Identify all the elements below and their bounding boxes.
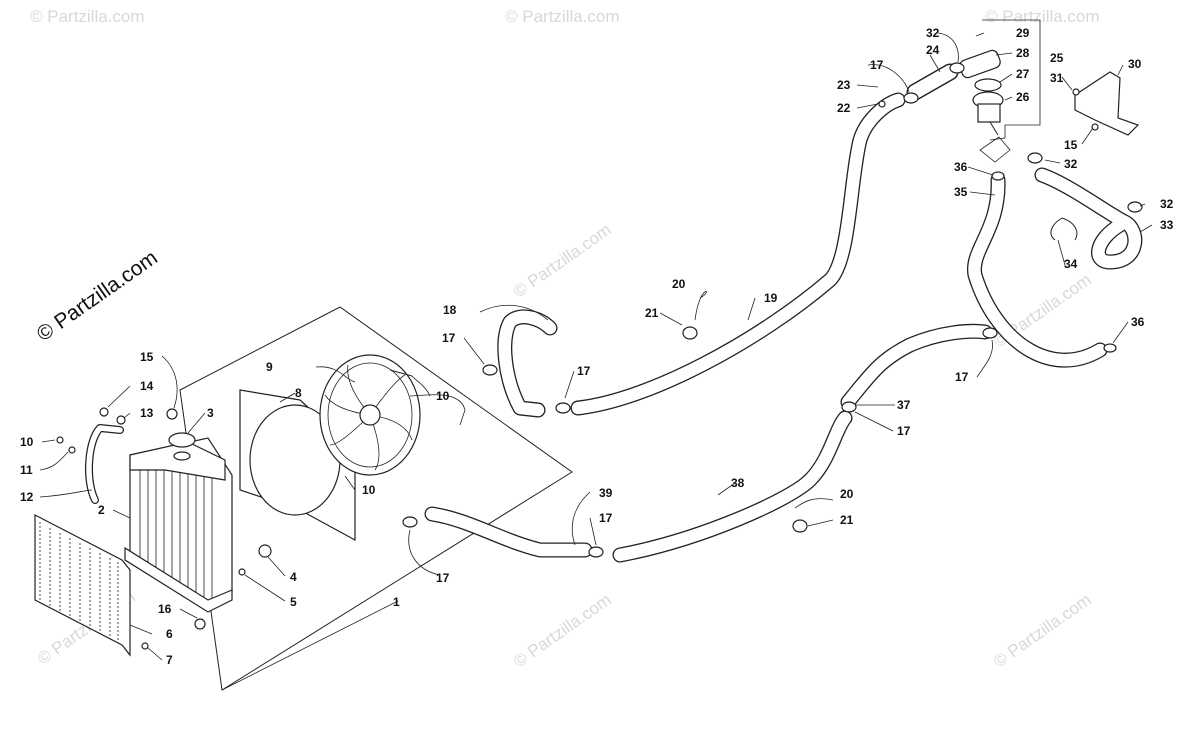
callout-29: 29 (1016, 26, 1030, 40)
callout-7: 7 (166, 653, 173, 667)
callout-4: 4 (290, 570, 297, 584)
hoses (424, 63, 1143, 563)
clamp (949, 62, 965, 74)
callout-32: 32 (1064, 157, 1078, 171)
callout-10: 10 (20, 435, 34, 449)
thermostat-housing (959, 49, 1004, 136)
callout-13: 13 (140, 406, 154, 420)
callout-3: 3 (207, 406, 214, 420)
grommet-4 (258, 544, 272, 558)
callout-17: 17 (897, 424, 911, 438)
clamp (482, 364, 498, 376)
callout-34: 34 (1064, 257, 1078, 271)
callout-17: 17 (955, 370, 969, 384)
clamp (841, 401, 857, 413)
watermark: © Partzilla.com (510, 220, 615, 301)
callout-9: 9 (266, 360, 273, 374)
clamp (1027, 152, 1043, 164)
callout-19: 19 (764, 291, 778, 305)
callout-26: 26 (1016, 90, 1030, 104)
clamp (903, 92, 919, 104)
callout-39: 39 (599, 486, 613, 500)
screw-10 (56, 436, 64, 444)
callout-36: 36 (954, 160, 968, 174)
callout-32: 32 (926, 26, 940, 40)
clamp (1127, 201, 1143, 213)
clip-34 (1050, 217, 1078, 241)
callout-17: 17 (436, 571, 450, 585)
callout-38: 38 (731, 476, 745, 490)
clamp (991, 171, 1005, 181)
radiator (124, 437, 233, 613)
callout-20: 20 (672, 277, 686, 291)
callout-32: 32 (1160, 197, 1174, 211)
screw-7 (141, 642, 149, 650)
callout-8: 8 (295, 386, 302, 400)
callout-14: 14 (140, 379, 154, 393)
callout-17: 17 (599, 511, 613, 525)
callout-15: 15 (1064, 138, 1078, 152)
callout-5: 5 (290, 595, 297, 609)
bracket-30 (1074, 71, 1140, 136)
callout-6: 6 (166, 627, 173, 641)
callout-11: 11 (20, 463, 33, 477)
fitting-13 (116, 415, 126, 425)
screw-22 (878, 100, 886, 108)
fitting-15 (166, 408, 178, 420)
hose-19 (570, 92, 906, 416)
watermark: © Partzilla.com (505, 7, 620, 26)
leader-lines (39, 19, 1153, 691)
callout-17: 17 (870, 58, 884, 72)
watermark: © Partzilla.com (510, 590, 615, 671)
callout-23: 23 (837, 78, 851, 92)
callout-35: 35 (954, 185, 968, 199)
callout-33: 33 (1160, 218, 1174, 232)
callout-27: 27 (1016, 67, 1030, 81)
watermark: © Partzilla.com (985, 7, 1100, 26)
callout-31: 31 (1050, 71, 1064, 85)
fitting-14 (99, 407, 109, 417)
callout-25: 25 (1050, 51, 1064, 65)
callout-10: 10 (362, 483, 376, 497)
callout-16: 16 (158, 602, 172, 616)
radiator-screen (34, 514, 131, 657)
callout-15: 15 (140, 350, 154, 364)
callout-labels: 1 2 3 4 5 6 7 8 9 10 10 10 11 12 13 14 1… (20, 26, 1174, 667)
hose-clamps (402, 62, 1143, 558)
callout-21: 21 (840, 513, 854, 527)
clip-11 (68, 446, 76, 454)
callout-17: 17 (577, 364, 591, 378)
callout-22: 22 (837, 101, 851, 115)
clamp (1103, 343, 1117, 353)
callout-21: 21 (645, 306, 659, 320)
callout-20: 20 (840, 487, 854, 501)
brand-label: © Partzilla.com (33, 246, 162, 346)
clamp (982, 327, 998, 339)
callout-18: 18 (443, 303, 457, 317)
watermark: © Partzilla.com (30, 7, 145, 26)
callout-17: 17 (442, 331, 456, 345)
callout-10: 10 (436, 389, 450, 403)
radiator-cap (168, 432, 196, 448)
callout-30: 30 (1128, 57, 1142, 71)
screw-15 (1091, 123, 1099, 131)
watermark: © Partzilla.com (990, 590, 1095, 671)
callout-2: 2 (98, 503, 105, 517)
clamp (588, 546, 604, 558)
clip-21 (682, 326, 698, 340)
screw-5 (238, 568, 246, 576)
clamp (402, 516, 418, 528)
callout-36: 36 (1131, 315, 1145, 329)
clip-21 (792, 519, 808, 533)
callout-37: 37 (897, 398, 911, 412)
drain-16 (194, 618, 206, 630)
clamp (555, 402, 571, 414)
screw-31 (1072, 88, 1080, 96)
cooling-fan (319, 354, 421, 476)
callout-1: 1 (393, 595, 400, 609)
callout-24: 24 (926, 43, 940, 57)
callout-12: 12 (20, 490, 34, 504)
callout-28: 28 (1016, 46, 1030, 60)
